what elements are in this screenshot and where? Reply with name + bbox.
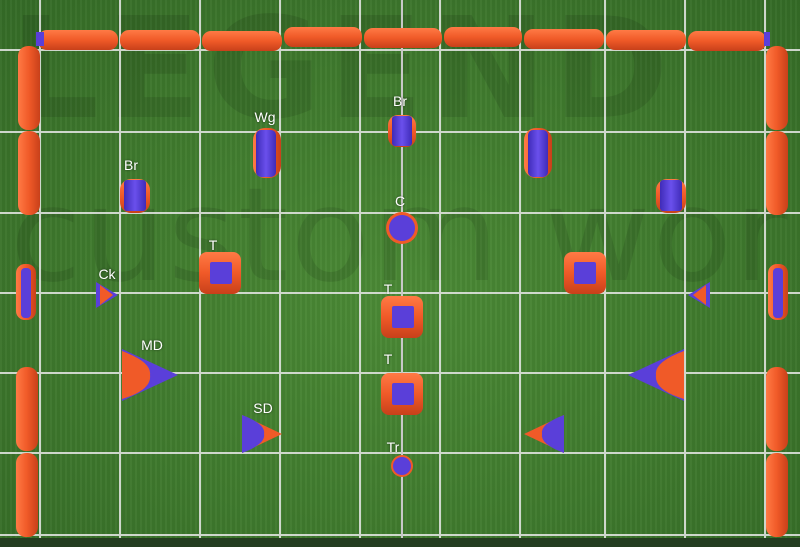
label-medium-dorito: MD bbox=[141, 337, 163, 353]
label-temple-center-bottom: T bbox=[383, 351, 393, 367]
bunker-wing-right bbox=[524, 128, 552, 178]
label-temple-left: T bbox=[208, 237, 218, 253]
bunker-cake-left bbox=[96, 282, 118, 308]
field-bottom-edge bbox=[0, 538, 800, 547]
bunker-temple-center-top bbox=[381, 296, 423, 338]
bunker-cake-right bbox=[688, 282, 710, 308]
label-tree: Tr bbox=[386, 439, 400, 455]
label-brick-left: Br bbox=[124, 157, 138, 173]
bunker-medium-dorito-right bbox=[628, 349, 684, 401]
label-can: C bbox=[394, 193, 406, 209]
top-wall bbox=[36, 27, 770, 51]
right-wall bbox=[766, 46, 788, 537]
bunker-can-center bbox=[386, 212, 418, 244]
bunker-small-dorito-left bbox=[242, 415, 282, 453]
bunker-tree-center bbox=[391, 455, 413, 477]
bunker-temple-right bbox=[564, 252, 606, 294]
left-wall bbox=[16, 46, 40, 537]
label-small-dorito: SD bbox=[253, 400, 273, 416]
label-cake: Ck bbox=[98, 266, 116, 282]
label-wing: Wg bbox=[254, 109, 276, 125]
bunker-temple-left bbox=[199, 252, 241, 294]
bunker-small-dorito-right bbox=[524, 415, 564, 453]
bunker-temple-center-bottom bbox=[381, 373, 423, 415]
bunker-brick-center bbox=[388, 115, 416, 147]
bunker-brick-right bbox=[656, 179, 686, 213]
bunker-brick-left bbox=[120, 179, 150, 213]
bunker-medium-dorito-left bbox=[122, 349, 178, 401]
label-temple-center-top: T bbox=[383, 281, 393, 297]
label-brick-center: Br bbox=[393, 93, 407, 109]
bunker-wing-left bbox=[253, 128, 281, 178]
